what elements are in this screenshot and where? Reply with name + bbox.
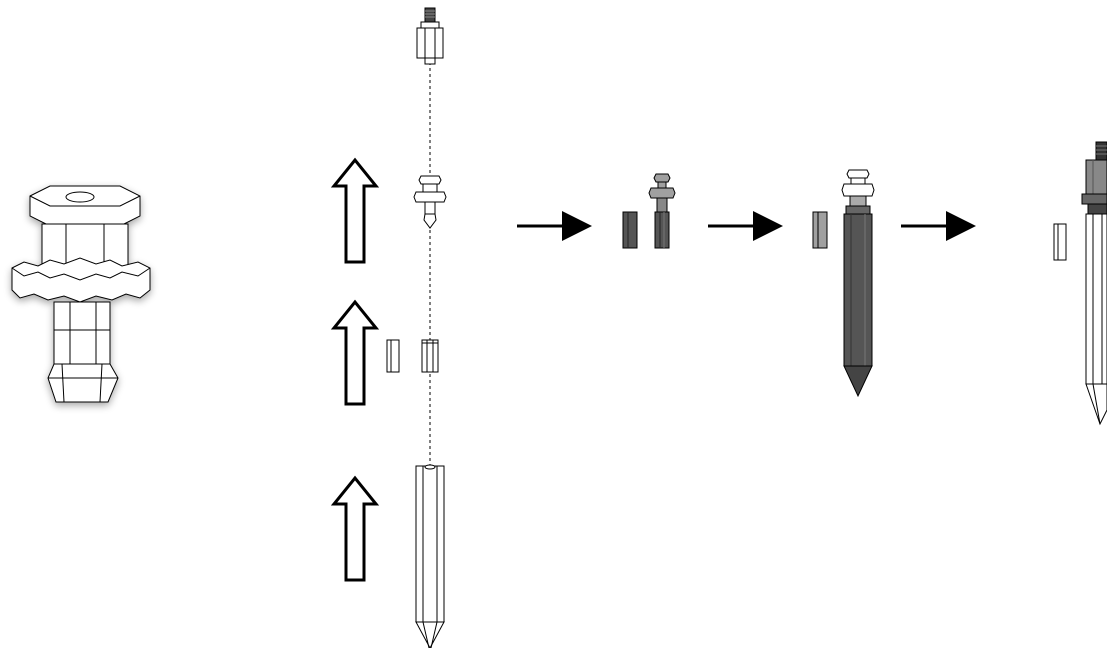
up-arrow-icon [330,475,380,582]
up-arrow-icon [330,157,380,264]
sleeve-icon [386,339,439,373]
up-arrow-icon [330,299,380,406]
threaded-connector-icon [416,7,444,65]
completed-probe-icon [1053,141,1107,426]
barbed-hose-fitting-icon [11,185,151,403]
pointed-rod-icon [415,464,445,648]
assembled-probe-icon [812,169,875,398]
up-arrows [330,157,380,582]
barbed-fitting-icon [413,175,447,229]
spacer-and-fitting-icon [622,173,676,249]
